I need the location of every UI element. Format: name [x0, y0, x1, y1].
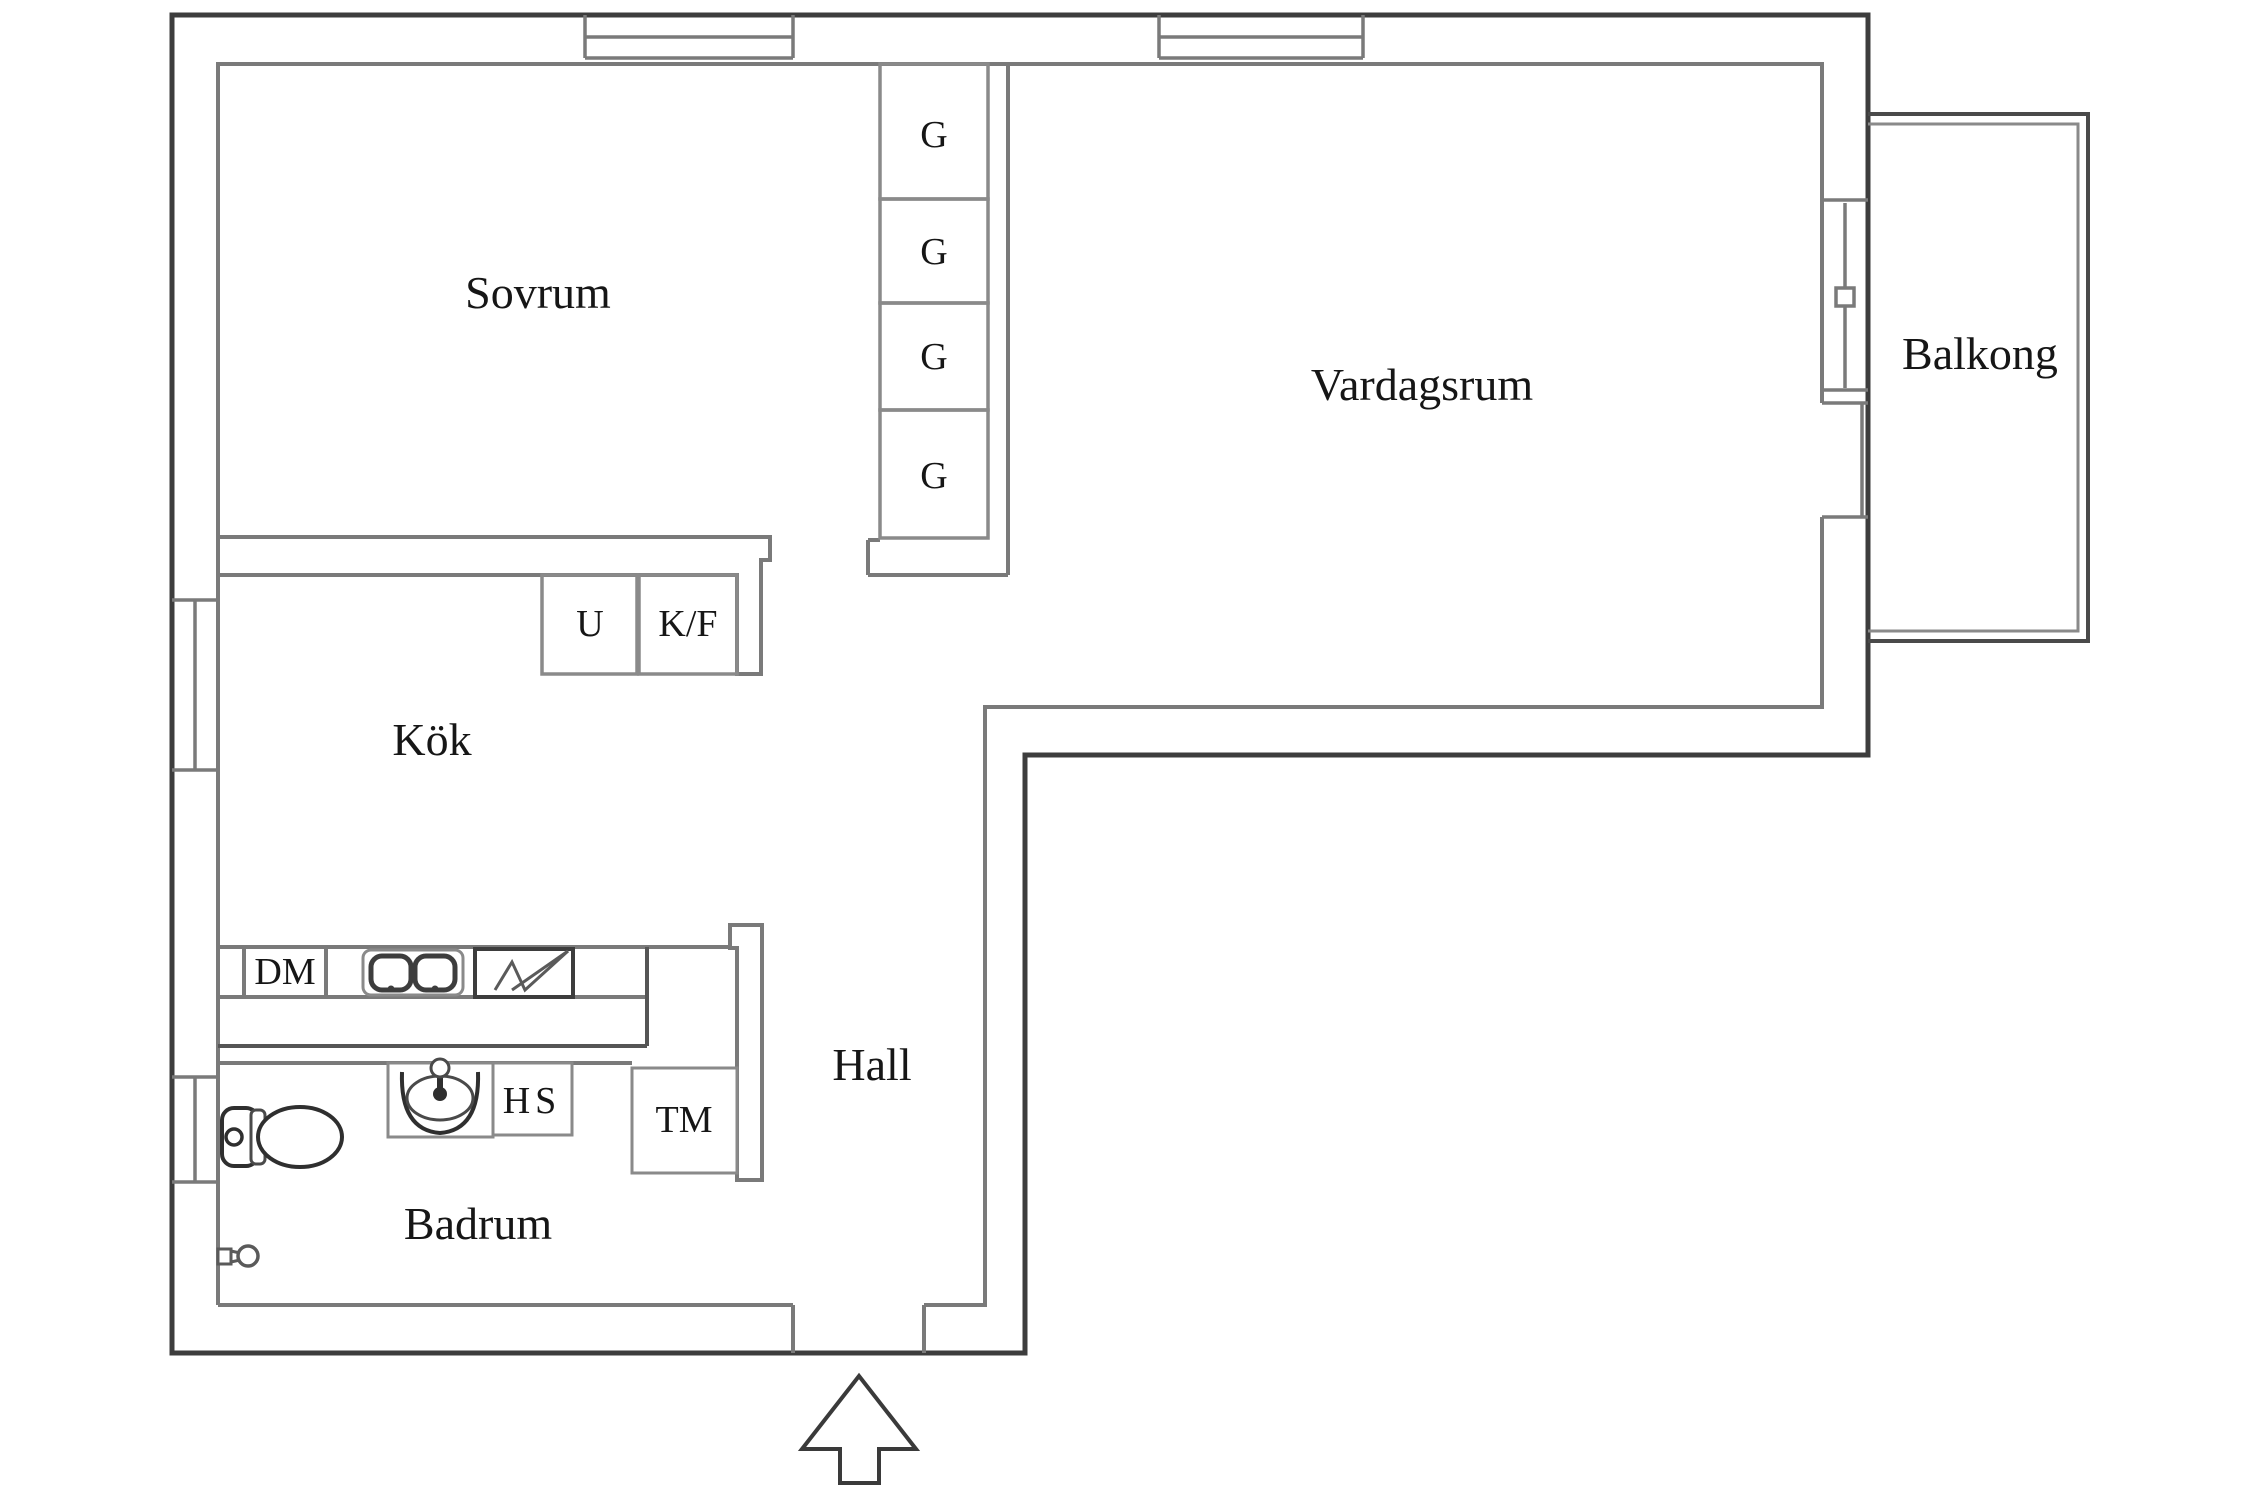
balcony-railing: [1868, 112, 2090, 643]
fixture-label-tall-cabinet: HS: [502, 1080, 562, 1122]
kitchen-units: [540, 573, 739, 676]
wardrobe-boxes: [878, 62, 990, 540]
hs-cabinet: [491, 1061, 574, 1137]
fixture-label-wardrobe-1: G: [920, 114, 948, 156]
room-label-bathroom: Badrum: [403, 1198, 553, 1249]
washing-machine-box: [630, 1066, 739, 1175]
room-label-kitchen: Kök: [392, 714, 472, 765]
fixture-label-oven: U: [576, 603, 604, 645]
room-label-balcony: Balkong: [1902, 328, 2058, 379]
window-kitchen-left: [172, 598, 218, 772]
fixture-label-wardrobe-2: G: [920, 231, 948, 273]
fixture-label-fridge-freezer: K/F: [658, 603, 718, 645]
wardrobe-wall: [866, 64, 1010, 577]
entrance-arrow-icon: [797, 1372, 921, 1485]
inner-wall: [216, 62, 1824, 1353]
fixture-label-wardrobe-3: G: [920, 336, 948, 378]
room-label-living-room: Vardagsrum: [1310, 359, 1534, 410]
window-livingroom-right: [1822, 401, 1868, 519]
stove-icon: [473, 947, 575, 999]
fixture-label-dishwasher: DM: [254, 951, 316, 993]
outer-wall: [169, 12, 1871, 1356]
kitchen-sink-icon: [361, 948, 465, 997]
balcony-door-icon: [1822, 198, 1868, 392]
shower-icon: [216, 1244, 260, 1268]
window-bathroom-left: [172, 1075, 218, 1184]
window-livingroom-top: [1157, 15, 1365, 60]
window-bedroom-top: [583, 15, 795, 60]
fixture-label-washing-machine: TM: [655, 1099, 713, 1141]
washbasin-icon: [386, 1057, 495, 1139]
room-label-hall: Hall: [832, 1039, 912, 1090]
fixture-label-wardrobe-4: G: [920, 455, 948, 497]
room-label-bedroom: Sovrum: [465, 267, 611, 318]
toilet-icon: [220, 1105, 344, 1169]
